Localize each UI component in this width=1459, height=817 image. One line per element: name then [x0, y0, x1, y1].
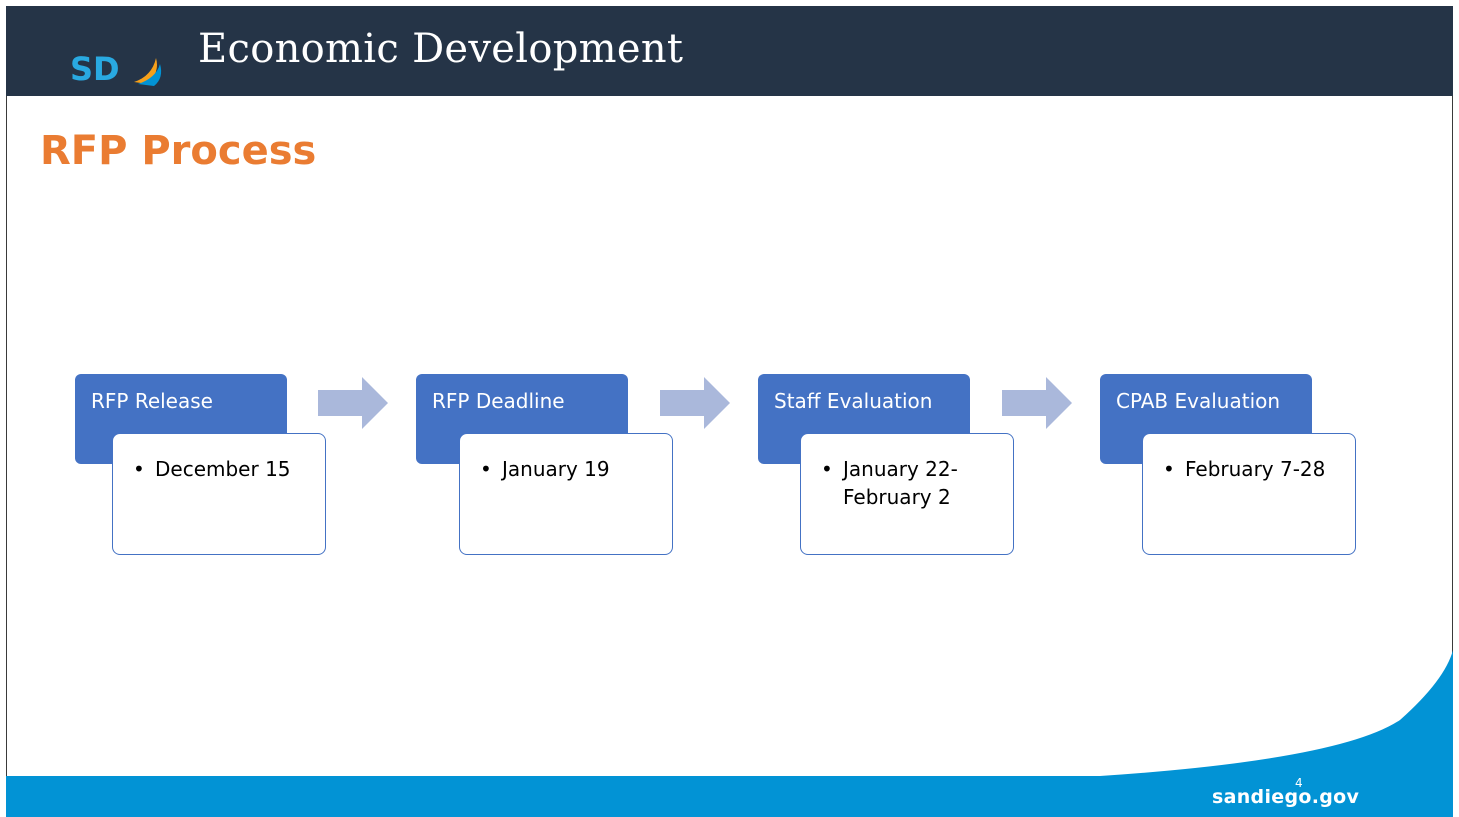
step-detail-text: January 22-February 2 [843, 457, 958, 509]
bullet-icon: • [133, 457, 145, 481]
right-arrow-icon [660, 377, 730, 429]
step-label: RFP Release [91, 389, 213, 413]
process-step-cpab-evaluation: CPAB Evaluation [1100, 374, 1312, 464]
right-arrow-icon [1002, 377, 1072, 429]
frame-left-border [6, 96, 7, 776]
step-label: CPAB Evaluation [1116, 389, 1281, 413]
step-label: Staff Evaluation [774, 389, 933, 413]
step-detail-box: • February 7-28 [1142, 433, 1356, 555]
step-detail-box: • January 22-February 2 [800, 433, 1014, 555]
step-label: RFP Deadline [432, 389, 565, 413]
bullet-icon: • [480, 457, 492, 481]
site-url: sandiego.gov [1212, 786, 1360, 808]
header-bar: SD Economic Development [6, 6, 1453, 96]
step-detail-text: December 15 [155, 457, 291, 481]
step-detail-text: February 7-28 [1185, 457, 1326, 481]
footer-bar [6, 776, 1453, 817]
step-detail-box: • January 19 [459, 433, 673, 555]
step-detail-text: January 19 [502, 457, 610, 481]
sd-logo: SD [70, 50, 162, 88]
step-detail-box: • December 15 [112, 433, 326, 555]
right-arrow-icon [318, 377, 388, 429]
frame-right-border [1452, 96, 1453, 656]
header-title: Economic Development [198, 26, 684, 72]
logo-text: SD [70, 50, 120, 88]
page-number: 4 [1295, 776, 1303, 790]
page-title: RFP Process [40, 128, 317, 174]
bullet-icon: • [821, 457, 833, 481]
bullet-icon: • [1163, 457, 1175, 481]
